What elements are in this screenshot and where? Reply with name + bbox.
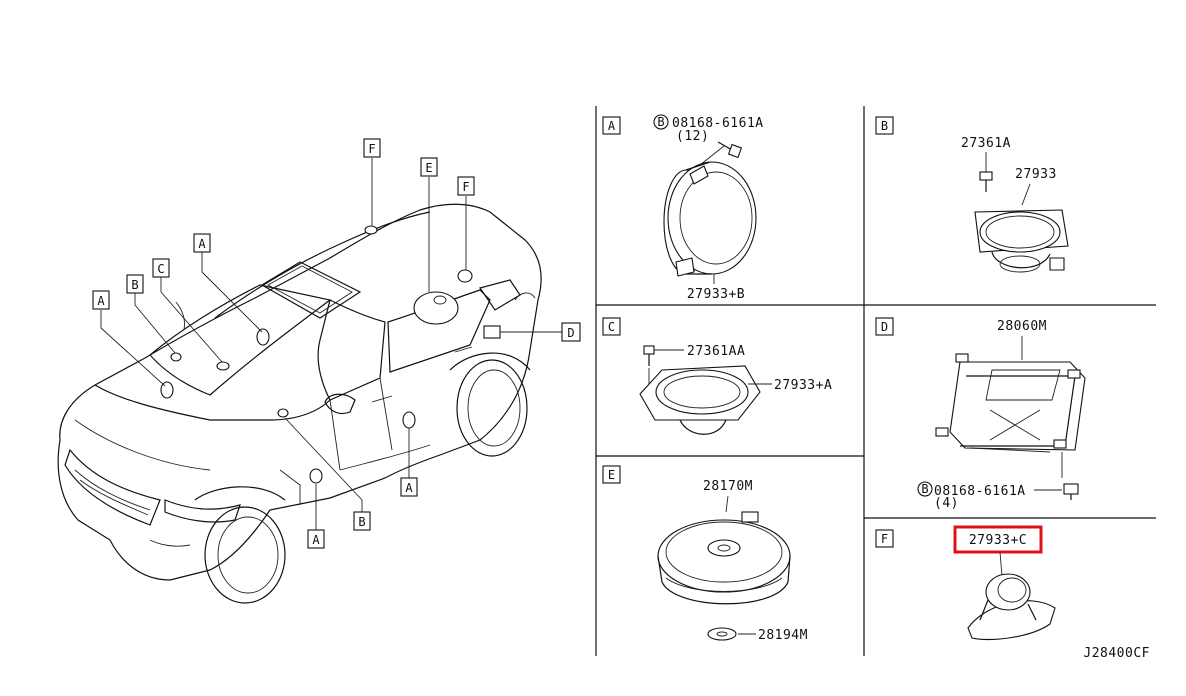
callout-a-door: A <box>400 477 418 497</box>
callout-e-rear: E <box>420 157 438 177</box>
callout-b-low: B <box>353 511 371 531</box>
panel-d-bolt-symbol: B <box>921 482 928 496</box>
svg-text:C: C <box>157 262 164 276</box>
panel-e: E 28170M 28194M <box>602 465 808 643</box>
panel-a-bolt-part: 08168-6161A <box>672 116 764 131</box>
callout-a-left: A <box>92 290 110 310</box>
panel-c: C 27361AA 27933+A <box>602 317 832 435</box>
svg-text:F: F <box>462 180 469 194</box>
panel-d-part: 28060M <box>997 319 1047 334</box>
svg-text:D: D <box>567 326 574 340</box>
svg-text:A: A <box>97 294 105 308</box>
diagram-code: J28400CF <box>1083 646 1150 661</box>
panel-b-part: 27933 <box>1015 167 1057 182</box>
panel-e-spacer-part: 28194M <box>758 628 808 643</box>
callout-d-rear: D <box>561 322 581 342</box>
highlight-box <box>953 525 1043 554</box>
svg-text:A: A <box>312 533 320 547</box>
callout-a-upper: A <box>193 233 211 253</box>
panel-d-bolt-qty: (4) <box>934 496 959 511</box>
svg-text:A: A <box>405 481 413 495</box>
panel-c-screw-part: 27361AA <box>687 344 745 359</box>
callout-f-roof: F <box>363 138 381 158</box>
panel-f: F 27933+C <box>875 525 1056 640</box>
panel-a-bolt-qty: (12) <box>676 129 709 144</box>
panel-d-letter: D <box>881 320 888 334</box>
panel-e-part: 28170M <box>703 479 753 494</box>
panel-b-letter: B <box>881 119 888 133</box>
callout-f-rear: F <box>457 176 475 196</box>
panel-d: D 28060M B 08168-6161A (4) <box>875 317 1086 511</box>
callout-a-low: A <box>307 529 325 549</box>
panel-a-bolt-symbol: B <box>657 115 664 129</box>
panel-a-letter: A <box>608 119 616 133</box>
svg-text:B: B <box>358 515 365 529</box>
svg-text:F: F <box>368 142 375 156</box>
panel-grid <box>595 106 1156 656</box>
svg-text:A: A <box>198 237 206 251</box>
svg-text:E: E <box>425 161 432 175</box>
panel-b-screw-part: 27361A <box>961 136 1011 151</box>
panel-e-letter: E <box>608 468 615 482</box>
panel-f-letter: F <box>881 532 888 546</box>
panel-f-part: 27933+C <box>969 533 1027 548</box>
svg-text:B: B <box>131 278 138 292</box>
panel-a-part: 27933+B <box>687 287 745 302</box>
callout-c-dash: C <box>152 258 170 278</box>
vehicle-illustration: F E F A C B A D <box>57 138 581 604</box>
panel-c-letter: C <box>608 320 615 334</box>
callout-b-dash: B <box>126 274 144 294</box>
panel-a: A B 08168-6161A (12) 27933+B <box>602 114 764 302</box>
panel-d-bolt-part: 08168-6161A <box>934 484 1026 499</box>
panel-c-part: 27933+A <box>774 378 832 393</box>
panel-b: B 27361A 27933 <box>875 116 1069 273</box>
